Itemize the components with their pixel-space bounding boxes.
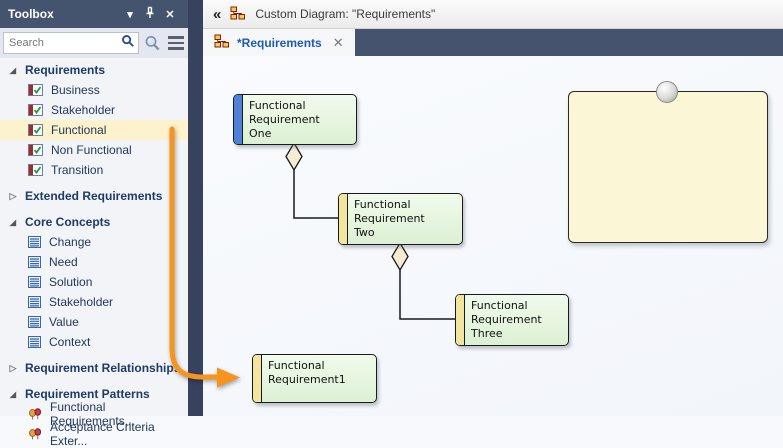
section-core-concepts[interactable]: ◢ Core Concepts [0,212,188,232]
toolbox-item-acceptance-criteria-pattern[interactable]: Acceptance Criteria Exter... [0,420,188,448]
requirement-node-one[interactable]: Functional Requirement One [233,94,357,145]
toolbox-item-non-functional[interactable]: Non Functional [0,140,188,160]
requirement-icon [28,164,43,176]
item-label: Business [51,83,100,97]
toolbox-item-stakeholder-concept[interactable]: Stakeholder [0,292,188,312]
requirement-icon [28,124,43,136]
item-label: Acceptance Criteria Exter... [50,420,155,448]
diagram-caption-bar: « Custom Diagram: "Requirements" [203,0,783,29]
expand-triangle-icon[interactable]: ▷ [9,190,17,201]
toolbox-search-row [0,28,188,58]
toolbox-options-icon[interactable] [166,32,185,54]
requirement-node-two[interactable]: Functional Requirement Two [338,193,463,245]
requirement-icon [28,84,43,96]
concept-icon [28,336,41,348]
aggregation-connectors [285,141,455,320]
node-label: Functional Requirement Three [471,299,542,340]
requirement-node-new[interactable]: Functional Requirement1 [252,354,377,403]
item-label: Stakeholder [51,103,116,117]
section-label: Extended Requirements [25,189,163,203]
tab-requirements[interactable]: *Requirements ✕ [203,29,355,56]
section-label: Requirement Relationships [25,361,181,375]
tab-bar: *Requirements ✕ [203,29,783,56]
diagram-canvas[interactable]: Functional Requirement One Functional Re… [203,56,783,416]
requirement-node-three[interactable]: Functional Requirement Three [455,294,569,346]
note-pin-sphere[interactable] [656,81,678,103]
node-label: Functional Requirement One [249,99,320,140]
main-area: « Custom Diagram: "Requirements" *Requir… [203,0,783,416]
pattern-icon [28,427,42,441]
concept-icon [28,316,41,328]
toolbox-item-business[interactable]: Business [0,80,188,100]
section-label: Core Concepts [25,215,111,229]
node-status-bar [234,95,243,144]
toolbox-title: Toolbox [8,7,54,21]
concept-icon [28,296,41,308]
section-extended-requirements[interactable]: ▷ Extended Requirements [0,186,188,206]
tab-label: *Requirements [237,35,322,50]
section-requirements[interactable]: ◢ Requirements [0,60,188,80]
item-label: Change [49,235,92,249]
item-label: Context [49,335,91,349]
diagram-icon [230,6,246,23]
concept-icon [28,256,41,268]
section-requirement-patterns[interactable]: ◢ Requirement Patterns [0,384,188,404]
window-menu-icon[interactable]: ▾ [127,8,133,21]
concept-icon [28,236,41,248]
item-label: Solution [49,275,93,289]
item-label: Stakeholder [49,295,114,309]
toolbox-item-stakeholder[interactable]: Stakeholder [0,100,188,120]
item-label: Need [49,255,78,269]
pattern-icon [28,407,42,421]
toolbox-item-functional[interactable]: Functional [0,120,188,140]
toolbox-item-change[interactable]: Change [0,232,188,252]
diagram-icon [214,34,230,51]
node-status-bar [253,355,262,402]
item-label: Transition [51,163,104,177]
toolbox-header: Toolbox ▾ ✕ [0,0,188,28]
find-toolbox-item-icon[interactable] [143,32,162,54]
item-label: Non Functional [51,143,132,157]
collapse-caption-icon[interactable]: « [213,5,222,23]
pin-icon[interactable] [140,6,160,22]
toolbox-panel: Toolbox ▾ ✕ ◢ Requirements Business Stak… [0,0,188,448]
collapse-triangle-icon[interactable]: ◢ [9,389,17,399]
collapse-triangle-icon[interactable]: ◢ [9,217,17,227]
node-label: Functional Requirement1 [268,359,346,386]
search-icon[interactable] [121,34,135,53]
diagram-caption: Custom Diagram: "Requirements" [255,7,436,21]
toolbox-item-transition[interactable]: Transition [0,160,188,180]
section-label: Requirements [25,63,106,77]
node-label: Functional Requirement Two [354,198,425,239]
expand-triangle-icon[interactable]: ▷ [9,362,17,373]
tab-close-icon[interactable]: ✕ [332,34,344,50]
item-label: Value [49,315,79,329]
section-label: Requirement Patterns [25,387,150,401]
close-icon[interactable]: ✕ [165,8,175,21]
toolbox-item-value[interactable]: Value [0,312,188,332]
requirement-icon [28,104,43,116]
section-requirement-relationships[interactable]: ▷ Requirement Relationships [0,358,188,378]
node-status-bar [339,194,348,244]
requirement-icon [28,144,43,156]
search-input[interactable] [7,36,121,50]
item-label: Functional [51,123,107,137]
note-element[interactable] [568,91,768,243]
concept-icon [28,276,41,288]
toolbox-item-need[interactable]: Need [0,252,188,272]
node-status-bar [456,295,465,345]
search-box[interactable] [3,32,139,54]
toolbox-item-context[interactable]: Context [0,332,188,352]
panel-splitter[interactable] [188,0,203,416]
collapse-triangle-icon[interactable]: ◢ [9,65,17,75]
toolbox-item-solution[interactable]: Solution [0,272,188,292]
